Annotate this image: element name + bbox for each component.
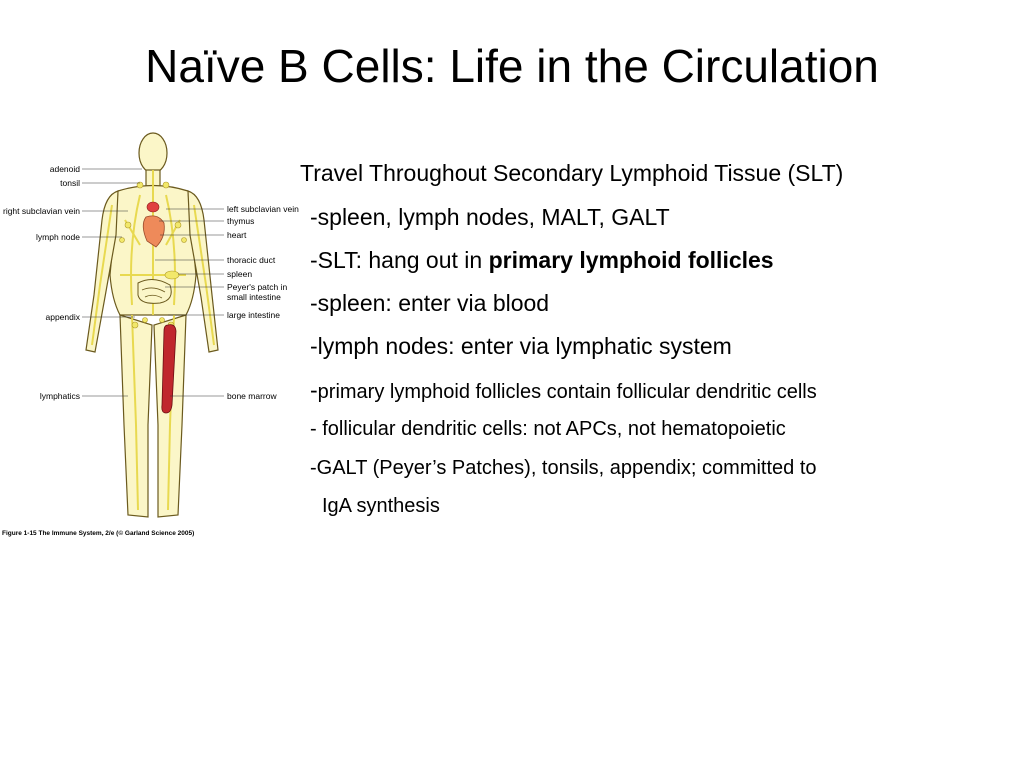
bullet-dash: - <box>310 377 318 403</box>
bullet-line: -lymph nodes: enter via lymphatic system <box>310 333 732 359</box>
label-adenoid: adenoid <box>49 164 80 174</box>
bullet-line: -spleen: enter via blood <box>310 290 550 316</box>
label-small-intestine: small intestine <box>227 292 281 302</box>
label-large-intestine: large intestine <box>227 310 280 320</box>
bone-marrow-shape <box>161 324 177 414</box>
label-left-subclavian-vein: left subclavian vein <box>227 204 299 214</box>
bullet-text: primary lymphoid follicles contain folli… <box>317 381 817 403</box>
figure-caption: Figure 1-15 The Immune System, 2/e (© Ga… <box>2 530 195 537</box>
label-tonsil: tonsil <box>60 178 80 188</box>
label-peyers-patch: Peyer's patch in <box>227 282 288 292</box>
label-appendix: appendix <box>45 312 80 322</box>
bullet-line: -spleen, lymph nodes, MALT, GALT <box>310 204 670 230</box>
immune-system-figure: adenoid tonsil right subclavian vein lym… <box>0 125 299 545</box>
label-bone-marrow: bone marrow <box>227 391 277 401</box>
label-thymus: thymus <box>227 216 255 226</box>
heart-shape <box>142 215 165 248</box>
thymus-shape <box>146 201 160 213</box>
bullet-bold-text: primary lymphoid follicles <box>488 247 774 273</box>
bullet-line: -primary lymphoid follicles contain foll… <box>310 377 817 404</box>
bullet-text: -SLT: hang out in <box>310 247 489 273</box>
label-thoracic-duct: thoracic duct <box>227 255 276 265</box>
label-heart: heart <box>227 230 247 240</box>
bullet-line-continuation: IgA synthesis <box>322 495 440 517</box>
label-spleen: spleen <box>227 269 253 279</box>
label-lymph-node: lymph node <box>36 232 80 242</box>
bullet-heading: Travel Throughout Secondary Lymphoid Tis… <box>300 160 844 186</box>
body-illustration <box>82 132 224 518</box>
label-right-subclavian-vein: right subclavian vein <box>2 206 80 216</box>
slide-title: Naïve B Cells: Life in the Circulation <box>145 40 879 92</box>
bullet-line: -GALT (Peyer’s Patches), tonsils, append… <box>310 457 817 479</box>
bullet-line: -SLT: hang out in primary lymphoid folli… <box>310 247 774 274</box>
bullet-line: - follicular dendritic cells: not APCs, … <box>310 418 786 440</box>
label-lymphatics: lymphatics <box>39 391 80 401</box>
